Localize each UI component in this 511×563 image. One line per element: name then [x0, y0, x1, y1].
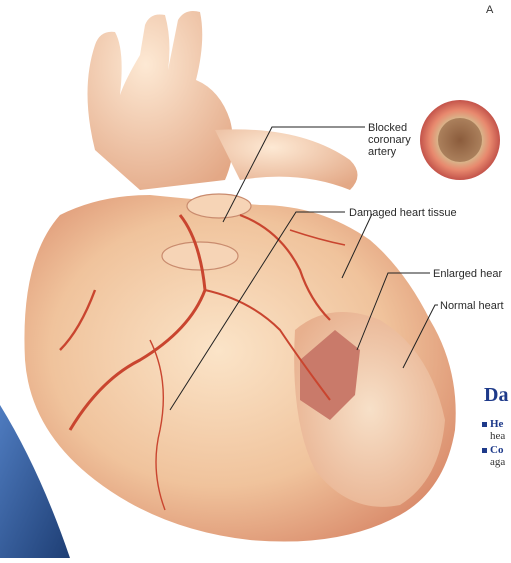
- artery-plaque: [438, 118, 482, 162]
- bullet-1-bold: He: [490, 418, 503, 430]
- sidebar-heading: Da: [484, 384, 508, 407]
- bullet-2-rest: aga: [490, 456, 505, 468]
- label-enlarged-heart: Enlarged hear: [433, 268, 502, 280]
- bullet-1-rest: hea: [490, 430, 505, 442]
- bullet-square-icon: [482, 448, 487, 453]
- sidebar-bullet-1: He hea: [482, 418, 503, 430]
- label-blocked-artery: Blocked coronary artery: [368, 122, 428, 158]
- pulmonary-artery: [215, 129, 358, 190]
- bullet-2-bold: Co: [490, 444, 503, 456]
- corner-text: A: [486, 4, 493, 16]
- aorta: [88, 11, 234, 190]
- label-normal-heart: Normal heart: [440, 300, 504, 312]
- sidebar-bullet-2: Co aga: [482, 444, 503, 456]
- label-damaged-tissue: Damaged heart tissue: [349, 207, 457, 219]
- bullet-square-icon: [482, 422, 487, 427]
